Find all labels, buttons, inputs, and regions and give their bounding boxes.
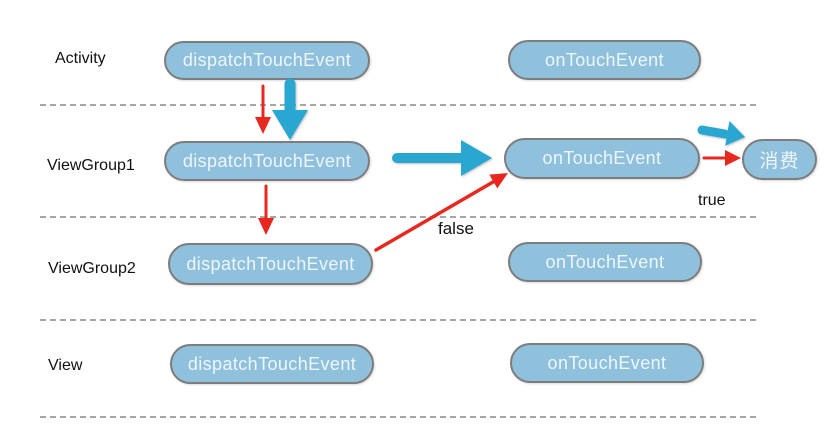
row-label-activity: Activity [55,50,106,67]
row-label-viewgroup1: ViewGroup1 [47,157,135,174]
pill-viewgroup1-on-touch-event: onTouchEvent [504,138,700,179]
pill-viewgroup2-dispatch-touch-event: dispatchTouchEvent [168,243,373,285]
pill-viewgroup2-on-touch-event: onTouchEvent [508,242,702,282]
row-divider [40,216,756,218]
row-label-viewgroup2: ViewGroup2 [48,260,136,277]
pill-view-dispatch-touch-event: dispatchTouchEvent [170,344,374,384]
blue-arrow-activity-to-viewgroup1 [272,78,308,140]
pill-consume: 消费 [742,139,817,180]
red-arrow-true-ontouch-to-consume [702,150,741,166]
pill-view-on-touch-event: onTouchEvent [510,343,704,383]
red-arrow-viewgroup1-to-viewgroup2 [258,184,274,235]
blue-arrow-viewgroup1-dispatch-to-ontouch [392,140,492,176]
blue-arrow-ontouch-to-consume [697,121,745,146]
pill-viewgroup1-dispatch-touch-event: dispatchTouchEvent [164,141,370,181]
pill-activity-dispatch-touch-event: dispatchTouchEvent [164,41,370,80]
row-divider [40,104,756,106]
row-divider [40,416,756,418]
red-arrow-activity-to-viewgroup1 [255,84,271,134]
row-divider [40,319,756,321]
label-true: true [698,192,726,209]
pill-activity-on-touch-event: onTouchEvent [508,40,701,80]
row-label-view: View [48,357,83,374]
label-false: false [438,219,474,238]
